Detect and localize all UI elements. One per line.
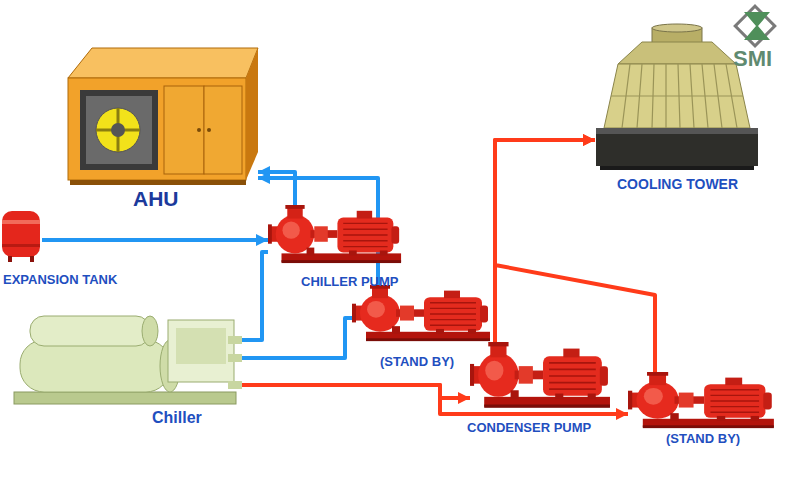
equipment-node: CONDENSER PUMP [470, 342, 612, 410]
equipment-label: AHU [133, 187, 179, 210]
arrow-head [583, 134, 595, 146]
arrow-head [583, 134, 595, 146]
equipment-label: (STAND BY) [380, 355, 454, 369]
pipe-connector [242, 252, 268, 340]
cooling-tower-unit [596, 24, 758, 170]
equipment-label: (STAND BY) [666, 432, 740, 446]
chiller-pump-symbol [268, 205, 401, 263]
equipment-node: Chiller [10, 312, 242, 406]
equipment-label: COOLING TOWER [617, 177, 738, 192]
logo-text: SMI [733, 48, 772, 70]
pipe-connector [495, 140, 595, 342]
equipment-label: EXPANSION TANK [3, 273, 117, 287]
equipment-node: CHILLER PUMP [268, 205, 403, 265]
equipment-node: EXPANSION TANK [0, 207, 42, 262]
equipment-label: Chiller [152, 409, 202, 427]
equipment-node: (STAND BY) [628, 372, 776, 430]
standby-pump-symbol [628, 372, 774, 428]
pipe-connector [495, 140, 655, 372]
arrow-head [616, 408, 628, 420]
arrow-head [256, 234, 268, 246]
arrow-head [458, 392, 470, 404]
equipment-node: AHU [65, 45, 258, 185]
pipe-connector [42, 238, 268, 242]
logo-mark [735, 6, 775, 46]
expansion-tank-vessel [2, 211, 40, 262]
pipe-connector [242, 318, 352, 358]
condenser-pump-symbol [470, 342, 610, 408]
ahu-unit [68, 48, 258, 185]
chiller-unit [14, 316, 242, 404]
standby-pump-symbol [352, 285, 490, 341]
arrow-head [258, 172, 270, 184]
equipment-label: CONDENSER PUMP [467, 421, 591, 435]
equipment-node: (STAND BY) [352, 285, 492, 343]
equipment-label: CHILLER PUMP [301, 275, 399, 289]
